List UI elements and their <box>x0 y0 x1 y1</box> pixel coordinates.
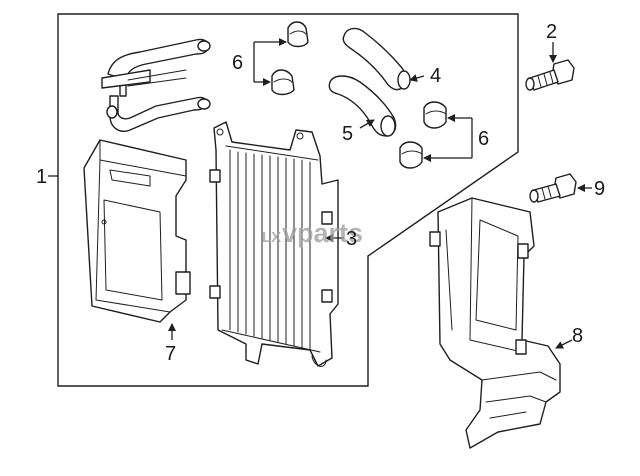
callout-1: 1 <box>36 166 47 188</box>
callout-5: 5 <box>342 123 353 145</box>
callout-6-upper: 6 <box>232 52 243 74</box>
cooler-tube-assembly <box>101 38 211 132</box>
cooler-hose-lower <box>328 75 397 137</box>
bolt-upper <box>525 59 575 91</box>
watermark-prefix: LX <box>262 229 281 246</box>
hose-clamp-right-upper <box>423 101 447 129</box>
callout-8: 8 <box>572 325 583 347</box>
hose-clamp-middle <box>271 69 295 96</box>
watermark-text: vparts <box>282 218 363 248</box>
leader-5 <box>359 119 375 129</box>
oil-cooler-core <box>209 121 339 367</box>
hose-clamp-right-lower <box>399 141 423 169</box>
leader-8 <box>555 339 573 349</box>
watermark: LX vparts <box>262 218 363 248</box>
cooler-bracket-left <box>83 139 191 323</box>
callout-9: 9 <box>594 178 605 200</box>
callout-6-lower: 6 <box>478 128 489 150</box>
leader-4 <box>409 74 425 82</box>
callout-4: 4 <box>430 65 441 87</box>
callout-3: 3 <box>346 228 357 250</box>
bolt-lower <box>529 173 577 203</box>
air-guide-deflector <box>429 197 561 449</box>
callout-2: 2 <box>546 21 557 43</box>
hose-clamp-upper <box>287 21 309 48</box>
callout-7: 7 <box>165 343 176 365</box>
cooler-hose-upper <box>342 27 411 91</box>
